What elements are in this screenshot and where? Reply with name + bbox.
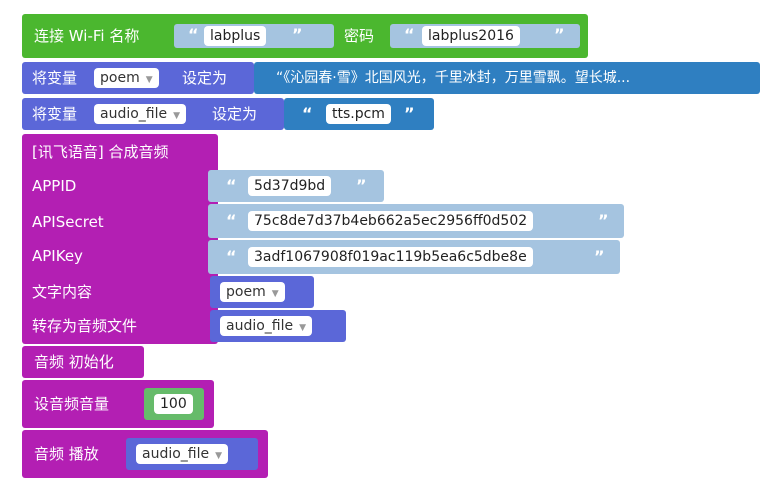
poem-text: 《沁园春·雪》北国风光，千里冰封，万里雪飘。望长城... — [283, 70, 631, 86]
poem-variable-dropdown[interactable]: poem ▼ — [94, 68, 159, 88]
audio-init-block[interactable]: 音频 初始化 — [22, 346, 144, 378]
ssid-field[interactable]: labplus — [204, 26, 267, 46]
variable-name: poem — [100, 70, 140, 86]
poem-variable-dropdown[interactable]: poem ▼ — [220, 282, 285, 302]
text-content-label: 文字内容 — [32, 283, 93, 301]
tts-synthesize-block[interactable]: [讯飞语音] 合成音频 APPID APISecret APIKey 文字内容 … — [22, 134, 218, 344]
apikey-field[interactable]: 3adf1067908f019ac119b5ea6c5dbe8e — [248, 247, 533, 267]
volume-label: 设音频音量 — [34, 395, 110, 413]
dropdown-arrow-icon: ▼ — [299, 323, 307, 333]
appid-field[interactable]: 5d37d9bd — [248, 176, 332, 196]
set-variable-label: 将变量 — [32, 105, 78, 123]
audio-play-label: 音频 播放 — [34, 445, 99, 463]
dropdown-arrow-icon: ▼ — [145, 75, 153, 85]
set-to-label: 设定为 — [212, 105, 258, 123]
poem-variable-block[interactable]: poem ▼ — [210, 276, 314, 308]
dropdown-arrow-icon: ▼ — [173, 111, 181, 121]
audio-play-block[interactable]: 音频 播放 audio_file ▼ — [22, 430, 268, 478]
set-volume-block[interactable]: 设音频音量 100 — [22, 380, 214, 428]
poem-string-block[interactable]: “《沁园春·雪》北国风光，千里冰封，万里雪飘。望长城... — [254, 62, 760, 94]
quote-open-icon: “ — [188, 25, 199, 44]
save-audio-label: 转存为音频文件 — [32, 317, 138, 335]
audio-file-variable-dropdown[interactable]: audio_file ▼ — [94, 104, 187, 124]
audio-file-variable-dropdown[interactable]: audio_file ▼ — [220, 316, 313, 336]
quote-close-icon: ” — [554, 25, 565, 44]
quote-open-icon: “ — [404, 25, 415, 44]
apikey-string-block[interactable]: “ 3adf1067908f019ac119b5ea6c5dbe8e ” — [208, 240, 620, 274]
quote-close-icon: ” — [292, 25, 303, 44]
tts-filename-string-block[interactable]: “ tts.pcm ” — [284, 98, 434, 130]
dropdown-arrow-icon: ▼ — [271, 289, 279, 299]
quote-open-icon: “ — [226, 176, 237, 195]
quote-close-icon: ” — [594, 247, 605, 266]
set-audio-file-block[interactable]: 将变量 audio_file ▼ 设定为 — [22, 98, 284, 130]
apisecret-field[interactable]: 75c8de7d37b4eb662a5ec2956ff0d502 — [248, 211, 534, 231]
password-string-block[interactable]: “ labplus2016 ” — [390, 24, 580, 48]
set-variable-label: 将变量 — [32, 69, 78, 87]
variable-name: audio_file — [100, 106, 168, 122]
poem-text-field[interactable]: “《沁园春·雪》北国风光，千里冰封，万里雪飘。望长城... — [276, 68, 630, 88]
quote-close-icon: ” — [356, 176, 367, 195]
volume-field[interactable]: 100 — [154, 394, 193, 414]
dropdown-arrow-icon: ▼ — [215, 451, 223, 461]
set-to-label: 设定为 — [182, 69, 228, 87]
variable-name: poem — [226, 284, 266, 300]
tts-title: [讯飞语音] 合成音频 — [32, 143, 169, 161]
wifi-connect-block[interactable]: 连接 Wi-Fi 名称 “ labplus ” 密码 “ labplus2016… — [22, 14, 588, 58]
quote-open-icon: “ — [302, 104, 313, 123]
audio-file-variable-block[interactable]: audio_file ▼ — [210, 310, 346, 342]
quote-open-icon: “ — [226, 211, 237, 230]
filename-field[interactable]: tts.pcm — [326, 104, 391, 124]
quote-open-icon: “ — [276, 70, 284, 86]
apisecret-string-block[interactable]: “ 75c8de7d37b4eb662a5ec2956ff0d502 ” — [208, 204, 624, 238]
quote-open-icon: “ — [226, 247, 237, 266]
quote-close-icon: ” — [598, 211, 609, 230]
appid-string-block[interactable]: “ 5d37d9bd ” — [208, 170, 384, 202]
wifi-label: 连接 Wi-Fi 名称 — [34, 27, 140, 45]
variable-name: audio_file — [142, 446, 210, 462]
ssid-string-block[interactable]: “ labplus ” — [174, 24, 334, 48]
apikey-label: APIKey — [32, 247, 83, 265]
password-label: 密码 — [344, 27, 375, 45]
quote-close-icon: ” — [404, 104, 415, 123]
audio-init-label: 音频 初始化 — [34, 353, 114, 371]
set-poem-block[interactable]: 将变量 poem ▼ 设定为 — [22, 62, 254, 94]
audio-file-variable-block[interactable]: audio_file ▼ — [126, 438, 258, 470]
audio-file-variable-dropdown[interactable]: audio_file ▼ — [136, 444, 229, 464]
volume-number-block[interactable]: 100 — [144, 388, 204, 420]
password-field[interactable]: labplus2016 — [422, 26, 520, 46]
variable-name: audio_file — [226, 318, 294, 334]
appid-label: APPID — [32, 177, 77, 195]
apisecret-label: APISecret — [32, 213, 104, 231]
